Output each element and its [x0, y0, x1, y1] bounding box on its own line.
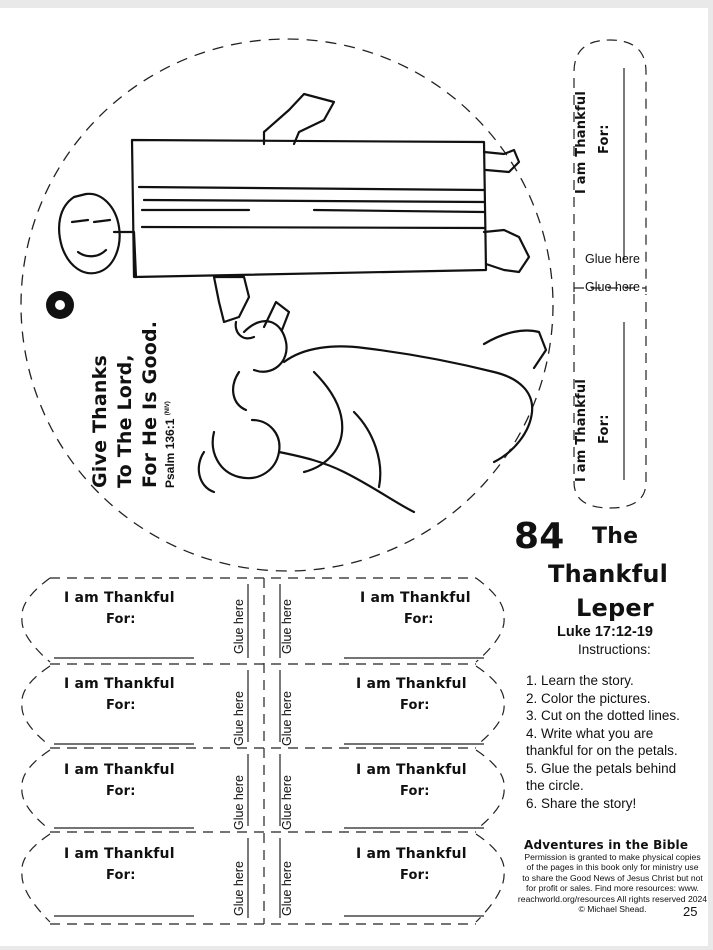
petal-2-for: For:: [404, 612, 434, 627]
verse-line-3: For He Is Good.: [139, 320, 161, 488]
petal-1-heading: I am Thankful: [64, 590, 175, 606]
verse-block: Give Thanks To The Lord, For He Is Good.…: [88, 288, 188, 488]
petal-8-glue: Glue here: [280, 861, 294, 916]
permission-line-6: © Michael Shead.: [578, 904, 647, 915]
title-the: The: [592, 524, 639, 549]
lesson-number: 84: [514, 516, 565, 557]
step-5: 5. Glue the petals behind: [526, 760, 677, 776]
step-5-cont: the circle.: [526, 778, 584, 793]
permission-notice: Permission is granted to make physical c…: [515, 852, 708, 914]
kneeling-leper-icon: [197, 300, 548, 514]
horizontal-petals-outline: [21, 577, 505, 925]
verse-reference-text: Psalm 136:1: [163, 418, 177, 488]
permission-line-2: of the pages in this book only for minis…: [526, 862, 699, 873]
petal-3-glue: Glue here: [232, 691, 246, 746]
o-marker-icon: [46, 291, 74, 319]
petal-4-for: For:: [400, 698, 430, 713]
instructions-heading: Instructions:: [578, 642, 651, 657]
jesus-figure-icon: [58, 92, 531, 340]
petal-2-glue: Glue here: [280, 599, 294, 654]
step-3: 3. Cut on the dotted lines.: [526, 708, 680, 723]
vertical-petals-outline: [573, 39, 647, 509]
story-circle: [20, 38, 554, 572]
petal-5-glue: Glue here: [232, 775, 246, 830]
scripture-reference: Luke 17:12-19: [557, 624, 653, 640]
petal-5-for: For:: [106, 784, 136, 799]
petal-7-for: For:: [106, 868, 136, 883]
petal-7-heading: I am Thankful: [64, 846, 175, 862]
vertical-petal-2-heading: I am Thankful: [574, 379, 589, 482]
vertical-petal-1-heading: I am Thankful: [574, 91, 589, 194]
title-word-2: Leper: [576, 594, 654, 622]
permission-line-3: to share the Good News of Jesus Christ b…: [522, 872, 703, 883]
petal-7-glue: Glue here: [232, 861, 246, 916]
series-title: Adventures in the Bible: [524, 838, 689, 852]
permission-line-1: Permission is granted to make physical c…: [524, 852, 701, 862]
verse-line-2: To The Lord,: [114, 354, 136, 488]
vertical-petal-2-glue: Glue here: [585, 280, 640, 294]
step-1: 1. Learn the story.: [526, 673, 634, 688]
vertical-petal-1-for: For:: [597, 124, 612, 154]
petal-6-heading: I am Thankful: [356, 762, 467, 778]
petal-1-glue: Glue here: [232, 599, 246, 654]
step-4-cont: thankful for on the petals.: [526, 743, 678, 758]
petal-3-for: For:: [106, 698, 136, 713]
instructions-list: 1. Learn the story. 2. Color the picture…: [526, 672, 680, 812]
permission-line-5: reachworld.org/resources All rights rese…: [517, 893, 708, 904]
petal-5-heading: I am Thankful: [64, 762, 175, 778]
petal-6-for: For:: [400, 784, 430, 799]
step-4: 4. Write what you are: [526, 725, 654, 741]
petal-8-for: For:: [400, 868, 430, 883]
title-word-1: Thankful: [548, 560, 669, 588]
vertical-petal-1-glue: Glue here: [585, 252, 640, 266]
petal-2-heading: I am Thankful: [360, 590, 471, 606]
verse-line-1: Give Thanks: [89, 355, 111, 488]
step-2: 2. Color the pictures.: [526, 690, 651, 706]
petal-8-heading: I am Thankful: [356, 846, 467, 862]
petal-3-heading: I am Thankful: [64, 676, 175, 692]
petal-4-glue: Glue here: [280, 691, 294, 746]
vertical-petal-2-for: For:: [597, 414, 612, 444]
verse-version: (NIV): [165, 401, 171, 416]
petal-1-for: For:: [106, 612, 136, 627]
step-6: 6. Share the story!: [526, 795, 637, 811]
page-number: 25: [683, 904, 698, 919]
permission-line-4: for profit or sales. Find more resources…: [526, 883, 699, 894]
coloring-page: Give Thanks To The Lord, For He Is Good.…: [0, 8, 708, 946]
petal-6-glue: Glue here: [280, 775, 294, 830]
petal-4-heading: I am Thankful: [356, 676, 467, 692]
verse-reference: Psalm 136:1 (NIV): [163, 288, 177, 488]
